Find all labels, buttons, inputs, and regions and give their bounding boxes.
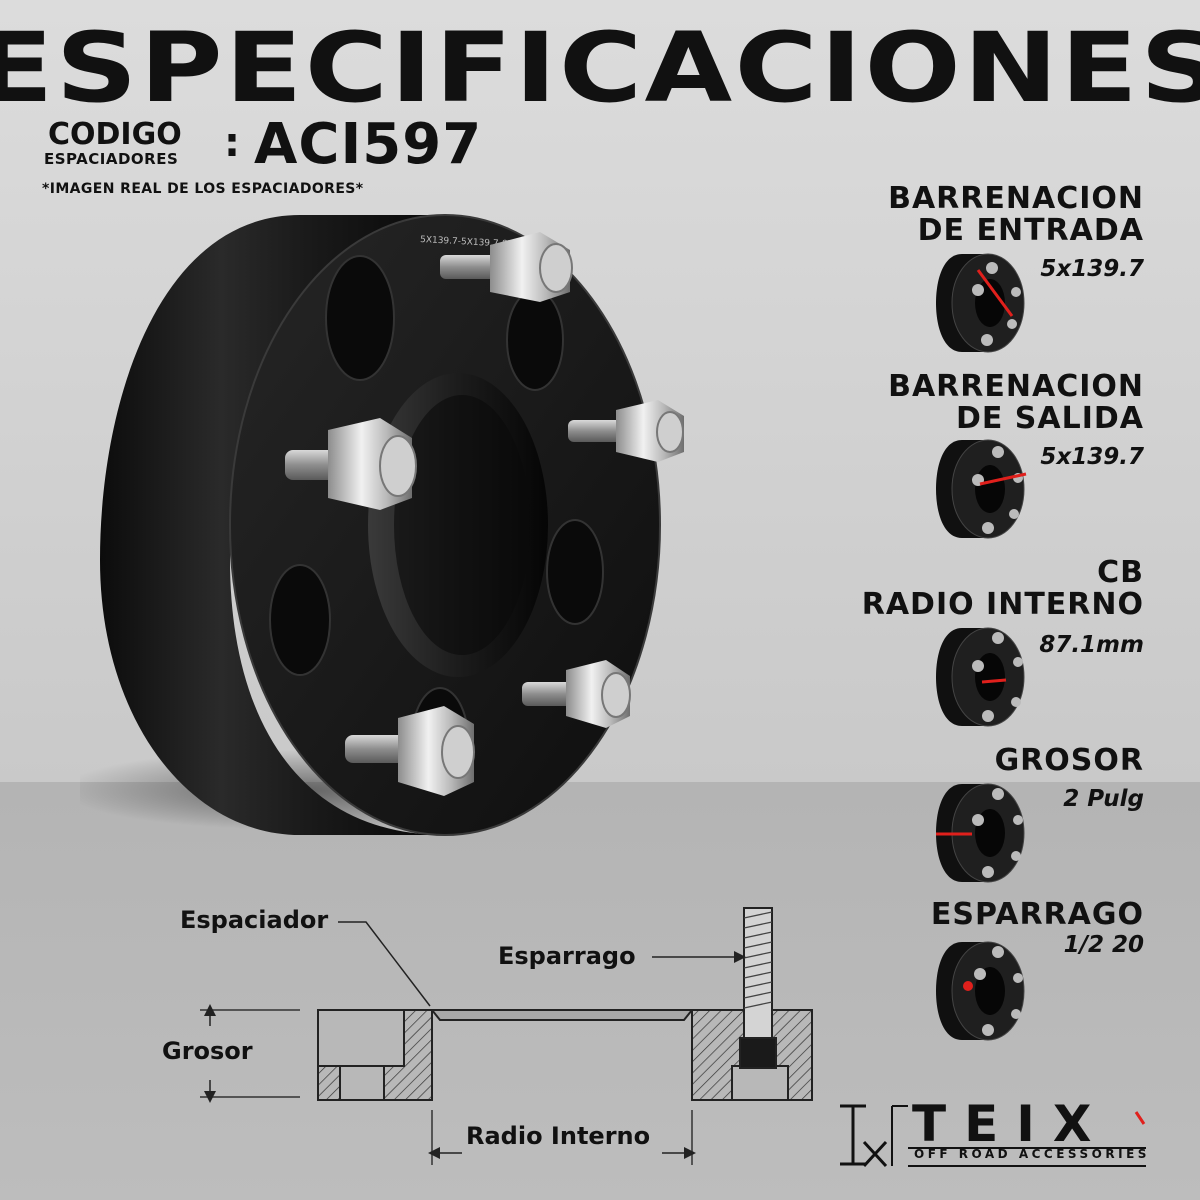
spec-thumbnail-center-bore	[936, 627, 1025, 727]
spec-outlet-pattern-label-2: DE SALIDA	[955, 401, 1144, 436]
diagram-label-thickness: Grosor	[162, 1037, 253, 1065]
spec-outlet-pattern-value: 5x139.7	[1040, 444, 1144, 470]
spec-thumbnail-thickness	[936, 783, 1025, 883]
spacer-product-image: 5X139.7-5X139.7-87.1-2"	[80, 214, 684, 836]
brand-name: TEIX	[912, 1095, 1110, 1153]
bolt-hole	[546, 519, 604, 625]
spec-thumbnail-stud	[936, 941, 1025, 1041]
spec-inlet-pattern-label: BARRENACION	[888, 181, 1144, 216]
stud-nut	[522, 660, 631, 728]
stud-nut	[345, 706, 475, 796]
spec-inlet-pattern-label-2: DE ENTRADA	[917, 213, 1144, 248]
bolt-hole	[506, 289, 564, 391]
spec-center-bore-value: 87.1mm	[1039, 632, 1144, 658]
spec-center-bore-label-2: RADIO INTERNO	[861, 587, 1144, 622]
spec-outlet-pattern-label: BARRENACION	[888, 369, 1144, 404]
stud-nut	[440, 232, 573, 302]
spacer-side	[100, 215, 445, 835]
page-title: ESPECIFICACIONES	[0, 12, 1200, 124]
stud-nut	[285, 418, 417, 510]
diagram-label-stud: Esparrago	[498, 942, 636, 970]
code-sublabel: ESPACIADORES	[44, 150, 179, 168]
stud-section	[739, 907, 777, 1069]
photo-note: *IMAGEN REAL DE LOS ESPACIADORES*	[42, 181, 364, 197]
bolt-hole	[269, 564, 331, 676]
spec-thickness-label: GROSOR	[994, 743, 1144, 778]
diagram-label-spacer: Espaciador	[180, 906, 329, 934]
bolt-hole	[325, 255, 395, 381]
spec-thumbnail-inlet	[936, 253, 1025, 353]
code-label: CODIGO	[48, 117, 182, 152]
spec-stud-value: 1/2 20	[1063, 932, 1144, 958]
left-counterbore	[317, 1009, 405, 1067]
cross-section-diagram	[200, 907, 813, 1165]
spec-stud-label: ESPARRAGO	[930, 897, 1144, 932]
brand-logo-frame	[840, 1104, 1146, 1168]
code-separator: :	[224, 120, 240, 166]
spec-center-bore-label: CB	[1097, 555, 1144, 590]
product-code: ACI597	[254, 112, 483, 177]
spec-inlet-pattern-value: 5x139.7	[1040, 256, 1144, 282]
stud-nut	[568, 400, 684, 462]
spec-thickness-value: 2 Pulg	[1063, 786, 1144, 812]
brand-tagline: OFF ROAD ACCESSORIES	[914, 1147, 1150, 1161]
diagram-label-inner-radius: Radio Interno	[466, 1122, 651, 1150]
spec-thumbnail-outlet	[936, 439, 1027, 539]
